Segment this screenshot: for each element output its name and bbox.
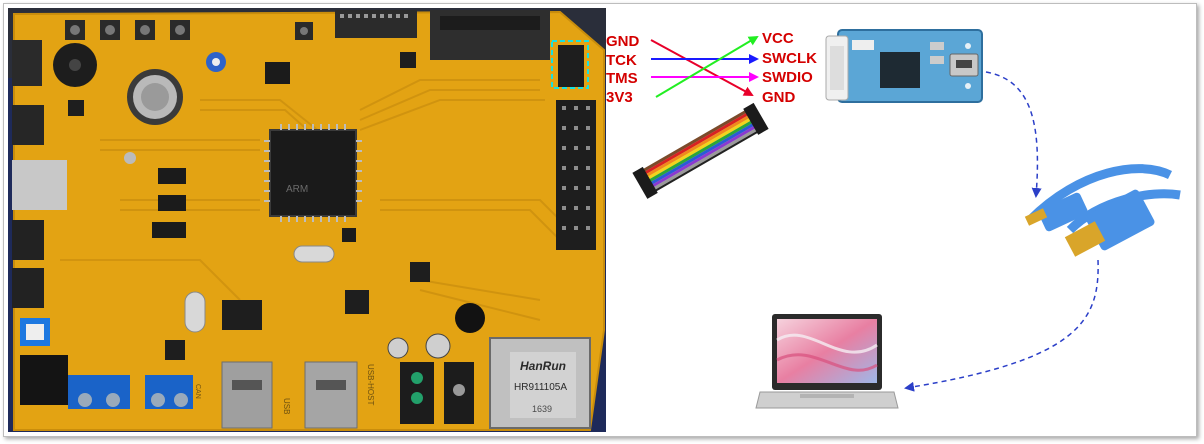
wire-3v3-vcc	[656, 37, 757, 97]
pin-labels-left: GND TCK TMS 3V3	[606, 33, 640, 106]
mcu-brand-text: ARM	[286, 184, 308, 195]
pin-label-tms: TMS	[606, 70, 638, 87]
pin-label-tck: TCK	[606, 52, 637, 69]
pin-label-vcc: VCC	[762, 30, 794, 47]
flow-arrows	[906, 72, 1098, 388]
jumper-ribbon-cable-image	[632, 103, 768, 199]
pin-label-swclk: SWCLK	[762, 50, 817, 67]
wires	[651, 37, 757, 97]
can-label: CAN	[194, 384, 201, 399]
swd-debug-probe-image	[826, 30, 982, 102]
dev-board-photo: ARM	[8, 8, 606, 432]
arrow-probe-to-cable	[986, 72, 1037, 196]
arrow-cable-to-laptop	[906, 260, 1098, 388]
ethernet-model: HR911105A	[514, 382, 567, 393]
pin-label-swdio: SWDIO	[762, 69, 813, 86]
pin-label-3v3: 3V3	[606, 89, 633, 106]
ethernet-brand: HanRun	[520, 359, 566, 373]
laptop-image	[756, 314, 898, 408]
pin-label-gnd-right: GND	[762, 89, 796, 106]
ethernet-code: 1639	[532, 404, 552, 414]
usb-cable-image	[1025, 169, 1180, 257]
pin-label-gnd-left: GND	[606, 33, 640, 50]
usb-port-label: USB	[282, 398, 291, 414]
usb-host-port-label: USB-HOST	[366, 364, 375, 405]
pin-labels-right: VCC SWCLK SWDIO GND	[762, 30, 817, 106]
